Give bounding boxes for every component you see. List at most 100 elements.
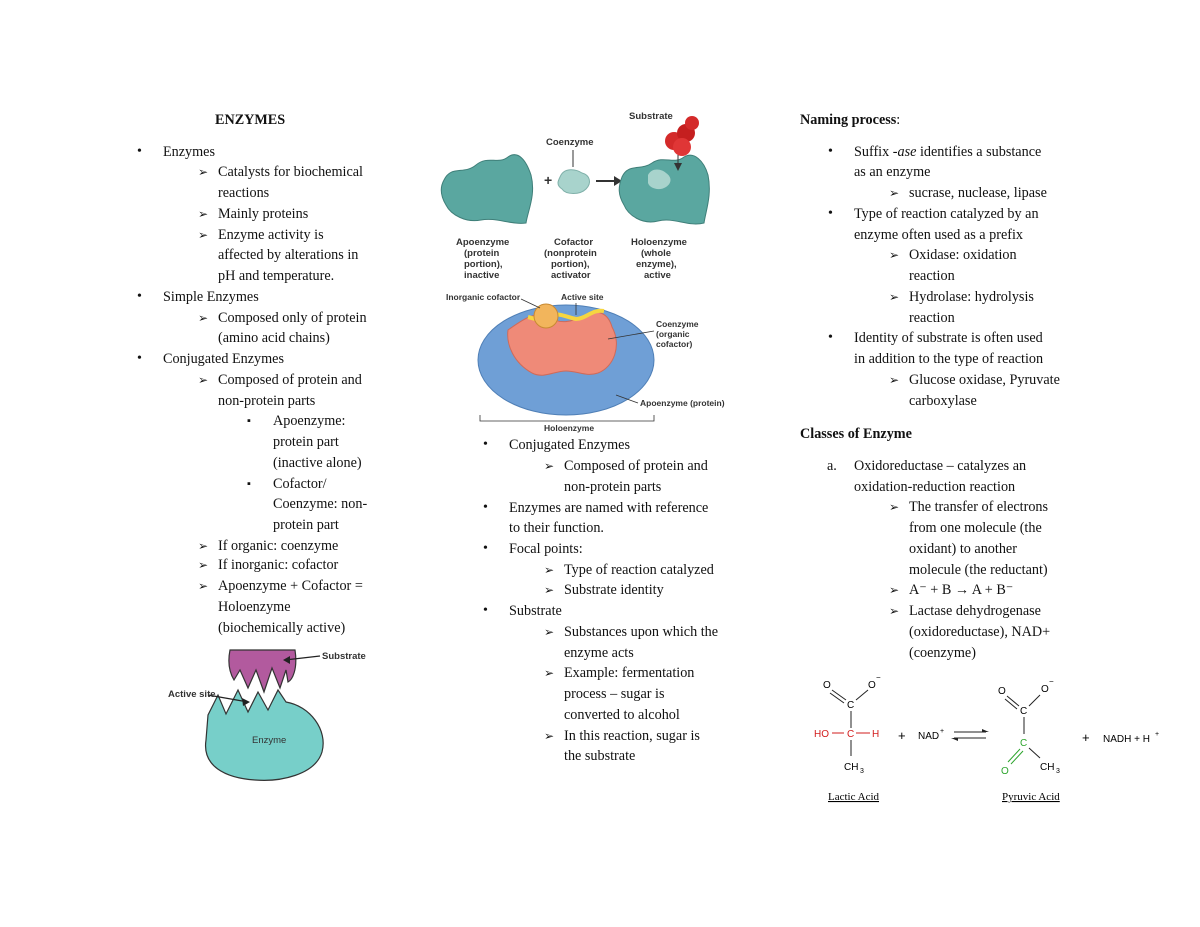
list-item-suffix: Suffix -ase identifies a substance	[828, 142, 1041, 163]
label-active-site: Active site	[168, 689, 216, 700]
list-item-substrate: Substrate	[483, 601, 562, 622]
list-item-text: Coenzyme: non-	[273, 496, 368, 512]
list-item-in-reaction: In this reaction, sugar is	[544, 726, 700, 747]
holoenzyme-shape	[618, 154, 710, 225]
list-item-substances: Substances upon which the	[544, 622, 718, 643]
column-1: ENZYMES Enzymes Catalysts for biochemica…	[0, 0, 400, 927]
list-item-enzymes: Enzymes	[137, 142, 215, 163]
list-item-focal-points: Focal points:	[483, 539, 583, 560]
enzyme-shape	[204, 688, 324, 781]
list-item-substrate-identity: Identity of substrate is often used	[828, 328, 1043, 349]
label-substrate: Substrate	[629, 111, 673, 122]
svg-text:O: O	[998, 686, 1006, 697]
svg-text:HO: HO	[814, 729, 829, 740]
list-item-text: oxidant) to another	[909, 541, 1017, 557]
svg-text:O: O	[868, 680, 876, 691]
list-item-mainly-proteins: Mainly proteins	[198, 204, 308, 225]
substrate-molecule	[665, 116, 699, 156]
list-item-text: enzyme often used as a prefix	[854, 227, 1023, 243]
svg-text:CH: CH	[844, 762, 858, 773]
svg-text:+: +	[898, 728, 906, 743]
list-item-holoenzyme: Apoenzyme + Cofactor =	[198, 576, 363, 597]
svg-text:(protein: (protein	[464, 248, 500, 259]
list-item-suffix-examples: sucrase, nuclease, lipase	[889, 183, 1047, 204]
list-item-text: reaction	[909, 268, 955, 284]
svg-text:Coenzyme: Coenzyme	[656, 319, 699, 329]
list-item-text: (amino acid chains)	[218, 330, 330, 346]
list-item-conjugated-enzymes: Conjugated Enzymes	[137, 349, 284, 370]
list-item-glucose-oxidase: Glucose oxidase, Pyruvate	[889, 370, 1060, 391]
list-item-text: Holoenzyme	[218, 599, 291, 615]
list-item-text: pH and temperature.	[218, 268, 335, 284]
list-item-composed-parts: Composed of protein and	[544, 456, 708, 477]
list-item-text: reactions	[218, 185, 270, 201]
list-item-substrate-identity: Substrate identity	[544, 580, 664, 601]
list-item-text: to their function.	[509, 520, 604, 536]
list-item-oxidase: Oxidase: oxidation	[889, 245, 1017, 266]
list-item-text: protein part	[273, 517, 339, 533]
inorganic-cofactor-shape	[533, 303, 559, 329]
substrate-shape	[228, 649, 297, 694]
naming-process-heading: Naming process:	[800, 112, 901, 128]
label-substrate: Substrate	[322, 651, 366, 662]
svg-text:3: 3	[1056, 768, 1060, 775]
column-3: Naming process: Suffix -ase identifies a…	[800, 0, 1200, 927]
list-item-text: carboxylase	[909, 393, 977, 409]
list-item-enzyme-activity: Enzyme activity is	[198, 225, 324, 246]
svg-text:Inorganic cofactor: Inorganic cofactor	[446, 292, 521, 302]
list-item-text: affected by alterations in	[218, 247, 359, 263]
list-item-organic: If organic: coenzyme	[198, 536, 338, 557]
doc-title: ENZYMES	[215, 112, 286, 128]
list-item-lactase: Lactase dehydrogenase	[889, 601, 1041, 622]
label-coenzyme: Coenzyme	[546, 137, 594, 148]
active-site-groove	[507, 311, 617, 376]
coenzyme-shape	[557, 169, 590, 194]
svg-text:O: O	[1041, 684, 1049, 695]
list-item-text: converted to alcohol	[564, 707, 680, 723]
svg-text:−: −	[1049, 677, 1054, 686]
svg-text:O: O	[823, 680, 831, 691]
svg-text:NADH + H: NADH + H	[1103, 734, 1150, 745]
label-pyruvic-acid: Pyruvic Acid	[1002, 791, 1060, 803]
holoenzyme-diagram: + Coenzyme Substrate Apoenzyme (protein …	[440, 111, 725, 433]
svg-text:portion),: portion),	[464, 259, 503, 270]
plus-sign: +	[544, 172, 552, 188]
svg-text:C: C	[847, 700, 854, 711]
list-item-text: (inactive alone)	[273, 455, 362, 471]
svg-text:(nonprotein: (nonprotein	[544, 248, 597, 259]
label-lactic-acid: Lactic Acid	[828, 791, 880, 803]
svg-text:+: +	[1082, 730, 1090, 745]
svg-text:−: −	[876, 673, 881, 682]
list-item-reaction-prefix: Type of reaction catalyzed by an	[828, 204, 1038, 225]
svg-text:Cofactor: Cofactor	[554, 237, 593, 248]
svg-text:(whole: (whole	[641, 248, 671, 259]
lock-key-diagram: Substrate Active site Enzyme	[168, 649, 366, 781]
svg-text:H: H	[872, 729, 879, 740]
svg-text:+: +	[940, 728, 944, 735]
list-item-oxidoreductase: Oxidoreductase – catalyzes an	[827, 456, 1026, 477]
svg-text:Holoenzyme: Holoenzyme	[631, 237, 687, 248]
list-item-text: in addition to the type of reaction	[854, 351, 1044, 367]
list-item-equation: A⁻ + B → A + B⁻	[889, 580, 1013, 601]
list-item-text: as an enzyme	[854, 164, 931, 180]
svg-text:Active site: Active site	[561, 292, 604, 302]
svg-text:inactive: inactive	[464, 270, 499, 281]
list-item-text: enzyme acts	[564, 645, 634, 661]
svg-text:C: C	[1020, 706, 1027, 717]
label-enzyme: Enzyme	[252, 735, 286, 746]
list-item-text: protein part	[273, 434, 339, 450]
svg-text:active: active	[644, 270, 671, 281]
list-item-apoenzyme: Apoenzyme:	[247, 411, 345, 432]
list-item-hydrolase: Hydrolase: hydrolysis	[889, 287, 1034, 308]
svg-text:Holoenzyme: Holoenzyme	[544, 423, 594, 433]
apoenzyme-shape	[440, 154, 534, 224]
svg-text:O: O	[1001, 766, 1009, 777]
list-item-composed-protein: Composed only of protein	[198, 308, 367, 329]
list-item-catalysts: Catalysts for biochemical	[198, 162, 363, 183]
svg-text:Apoenzyme (protein): Apoenzyme (protein)	[640, 398, 725, 408]
list-item-example: Example: fermentation	[544, 663, 694, 684]
list-item-simple-enzymes: Simple Enzymes	[137, 287, 259, 308]
list-item-inorganic: If inorganic: cofactor	[198, 555, 338, 576]
svg-text:3: 3	[860, 768, 864, 775]
list-item-text: oxidation-reduction reaction	[854, 479, 1016, 495]
